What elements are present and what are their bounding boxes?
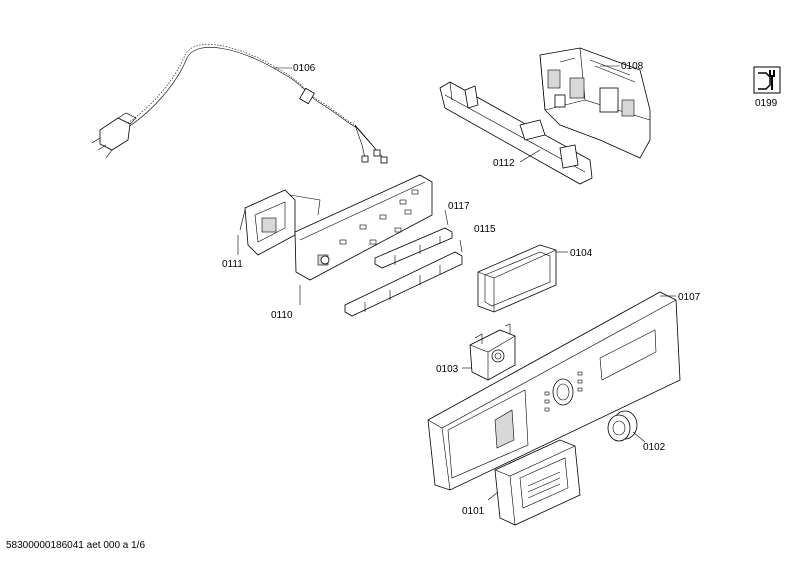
label-0102: 0102 <box>643 442 666 453</box>
document-reference: 58300000186041 aet 000 a 1/6 <box>6 540 146 551</box>
label-0112: 0112 <box>493 158 515 169</box>
rail-bracket-part <box>439 81 593 185</box>
label-0108: 0108 <box>621 61 644 72</box>
power-cord-part <box>91 44 388 164</box>
fascia-panel-part <box>427 291 681 491</box>
selector-housing-part <box>462 323 516 381</box>
drawer-handle-part <box>487 439 581 526</box>
light-guide-strip-part <box>374 209 453 269</box>
label-0106: 0106 <box>293 63 316 74</box>
circuit-board-part <box>294 174 433 305</box>
label-0117: 0117 <box>448 201 470 212</box>
label-0107: 0107 <box>678 292 701 303</box>
control-module-part <box>539 47 651 159</box>
button-strip-part <box>344 239 463 317</box>
service-wrench-icon <box>753 66 781 94</box>
label-0111: 0111 <box>222 259 243 270</box>
display-window-part <box>477 244 568 313</box>
label-0103: 0103 <box>436 364 459 375</box>
holder-part <box>237 189 321 256</box>
label-0104: 0104 <box>570 248 593 259</box>
label-0101: 0101 <box>462 506 485 517</box>
selector-knob-part <box>607 410 646 443</box>
label-0110: 0110 <box>271 310 293 321</box>
label-0115: 0115 <box>474 224 496 235</box>
label-0199: 0199 <box>755 98 778 109</box>
